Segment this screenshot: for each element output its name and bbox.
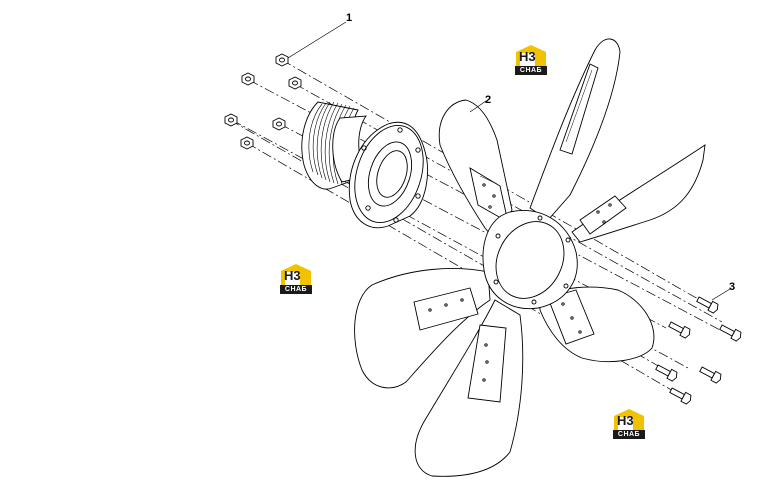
bolt-set: [655, 296, 742, 405]
watermark-mark: H3: [284, 268, 301, 283]
house-logo-icon: [516, 45, 546, 66]
leader-lines: [287, 21, 731, 301]
bolt: [696, 296, 719, 314]
nut: [224, 113, 238, 127]
house-logo-icon: [281, 264, 311, 285]
bolt: [655, 364, 678, 382]
nut: [240, 136, 254, 150]
fan-blade: [529, 38, 621, 221]
fan-blade: [438, 99, 513, 243]
nut: [275, 53, 289, 67]
nut-set: [224, 53, 302, 150]
nut: [272, 117, 286, 131]
watermark-logo: H3 СНАБ: [513, 45, 549, 77]
nut: [241, 72, 255, 86]
fan-clutch-hub: [301, 101, 428, 229]
bolt: [719, 324, 742, 342]
bolt: [669, 387, 692, 405]
watermark-mark: H3: [519, 49, 536, 64]
bolt: [699, 366, 722, 384]
callout-3: 3: [729, 281, 735, 293]
nut: [288, 76, 302, 90]
watermark-caption: СНАБ: [280, 285, 312, 294]
hub-flange: [348, 121, 428, 229]
watermark-mark: H3: [617, 413, 634, 428]
watermark-logo: H3 СНАБ: [611, 409, 647, 441]
house-logo-icon: [614, 409, 644, 430]
watermark-logo: H3 СНАБ: [278, 264, 314, 296]
watermark-caption: СНАБ: [613, 430, 645, 439]
fan-blade: [354, 268, 491, 389]
fan-blade: [414, 299, 524, 477]
callout-1: 1: [346, 12, 352, 24]
fan-blade: [571, 144, 706, 243]
fan-assembly: [354, 38, 706, 477]
fan-spider: [482, 210, 578, 310]
fan-blade: [539, 286, 655, 363]
bolt: [668, 321, 691, 339]
watermark-caption: СНАБ: [515, 66, 547, 75]
callout-2: 2: [485, 94, 491, 106]
